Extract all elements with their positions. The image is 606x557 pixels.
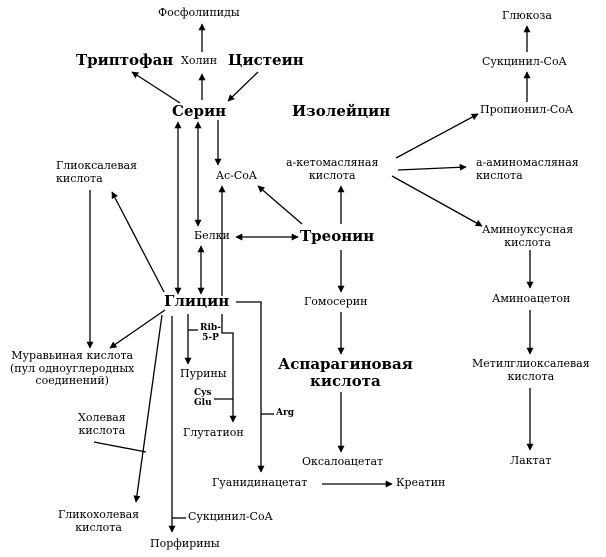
node-guanidinatsetat: Гуанидинацетат	[212, 476, 308, 489]
node-puriny: Пурины	[180, 367, 227, 380]
node-triptofan: Триптофан	[76, 51, 174, 69]
node-ketomaslyanaya: а-кетомасляная кислота	[286, 156, 379, 182]
arrow-ketomaslyanaya-aminomaslyanaya	[397, 163, 467, 171]
arrow-treonin-aminouksusnaya	[391, 175, 483, 227]
arrow-glitsin-muravinaya	[109, 309, 166, 349]
node-treonin: Треонин	[300, 227, 375, 245]
arrow-treonin-acoa	[257, 185, 303, 225]
node-izoleitsin: Изолейцин	[292, 102, 391, 120]
node-muravinaya: Муравьиная кислота (пул одноуглеродных с…	[10, 349, 135, 388]
node-fosfolipidy: Фосфолипиды	[158, 6, 240, 19]
arrow-glitsin-guanidinatsetat	[236, 301, 265, 473]
node-suktsinil-coa-bottom: Сукцинил-CoA	[188, 510, 273, 523]
node-aminoatseton: Аминоацетон	[492, 292, 571, 305]
node-suktsinil-coa-top: Сукцинил-CoA	[482, 55, 567, 68]
node-tsistein: Цистеин	[228, 51, 304, 69]
node-kholevaya: Холевая кислота	[78, 411, 126, 437]
node-oksaloatsetat: Оксалоацетат	[302, 455, 384, 468]
arrow-tsistein-serin	[227, 71, 259, 102]
node-porfiriny: Порфирины	[150, 537, 220, 550]
node-kreatin: Креатин	[396, 476, 446, 489]
node-glutation: Глутатион	[183, 426, 244, 439]
node-glikokholevaya: Гликохолевая кислота	[58, 508, 140, 534]
node-glyukoza: Глюкоза	[502, 9, 552, 22]
node-metilglioksalevaya: Метилглиоксалевая кислота	[472, 357, 590, 383]
node-ac-coa: Ac-CoA	[216, 169, 257, 182]
node-cys-glu: Cys Glu	[194, 388, 212, 409]
node-aminouksusnaya: Аминоуксусная кислота	[482, 223, 574, 249]
arrow-kholevaya-glikokholevaya	[93, 441, 147, 453]
node-arg: Arg	[276, 408, 295, 418]
arrow-glitsin-glikokholevaya	[133, 314, 163, 503]
node-gomoserin: Гомосерин	[304, 295, 368, 308]
node-propionil-coa: Пропионил-CoA	[480, 103, 573, 116]
arrow-ketomaslyanaya-propionil	[395, 113, 479, 159]
node-laktat: Лактат	[510, 454, 552, 467]
node-glioksalevaya: Глиоксалевая кислота	[56, 159, 138, 185]
node-kholin: Холин	[181, 54, 218, 67]
node-belki: Белки	[194, 229, 230, 242]
arrow-serin-triptofan	[131, 71, 181, 104]
node-aminomaslyanaya: а-аминомасляная кислота	[476, 156, 579, 182]
node-glitsin: Глицин	[164, 292, 230, 310]
node-asparaginovaya: Аспарагиновая кислота	[278, 355, 413, 391]
node-rib5p: Rib- 5-P	[200, 323, 221, 344]
node-serin: Серин	[172, 102, 227, 120]
arrow-glitsin-glioksalevaya	[111, 191, 165, 293]
arrow-glitsin-glutation	[221, 314, 237, 423]
